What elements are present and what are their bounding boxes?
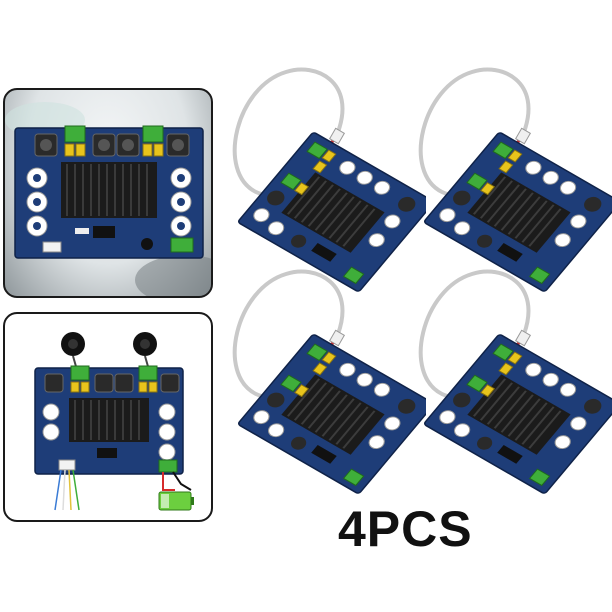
product-board-4 xyxy=(412,264,612,504)
product-board-3 xyxy=(226,264,426,504)
amplifier-board-icon xyxy=(418,269,612,494)
amplifier-board-icon xyxy=(34,332,194,511)
amplifier-board-icon xyxy=(232,67,426,292)
amplifier-board-icon xyxy=(5,102,211,296)
speaker-icon xyxy=(61,332,85,371)
product-board-1 xyxy=(226,62,426,302)
product-board-2 xyxy=(412,62,612,302)
cable-icon xyxy=(54,469,80,511)
battery-icon xyxy=(158,491,194,511)
amplifier-board-icon xyxy=(418,67,612,292)
amplifier-board-icon xyxy=(232,269,426,494)
quantity-caption: 4PCS xyxy=(338,501,473,557)
wiring-diagram-panel xyxy=(3,312,213,522)
photo-panel-board-top xyxy=(3,88,213,298)
speaker-icon xyxy=(133,332,157,371)
